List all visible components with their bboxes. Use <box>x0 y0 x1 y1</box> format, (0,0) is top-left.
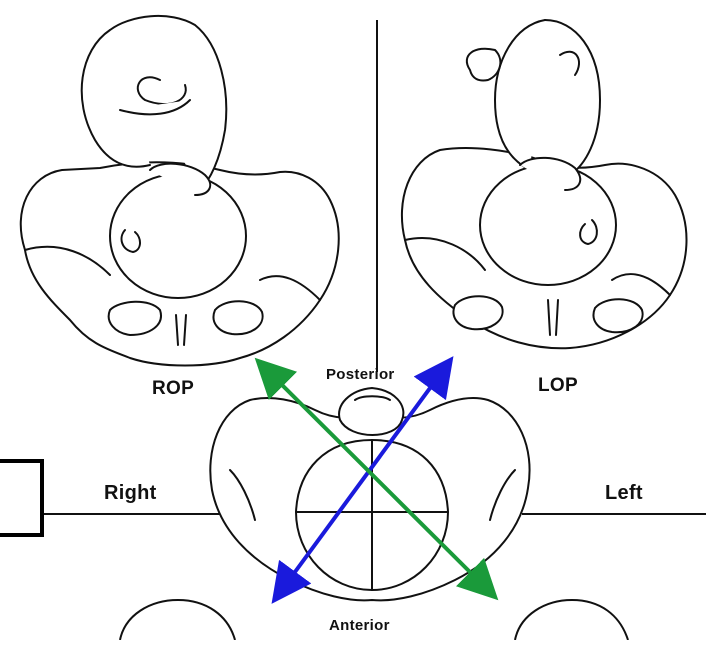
anterior-label: Anterior <box>329 617 390 634</box>
rop-label: ROP <box>152 378 194 400</box>
posterior-label: Posterior <box>326 366 395 383</box>
bottom-right-head <box>515 600 628 640</box>
bottom-left-head <box>120 600 235 640</box>
lop-label: LOP <box>538 375 578 397</box>
right-label: Right <box>104 482 157 505</box>
left-label: Left <box>605 482 643 505</box>
lop-illustration <box>402 20 687 348</box>
highlight-box <box>0 459 44 537</box>
rop-illustration <box>21 16 339 366</box>
pelvis-illustration <box>210 388 529 600</box>
